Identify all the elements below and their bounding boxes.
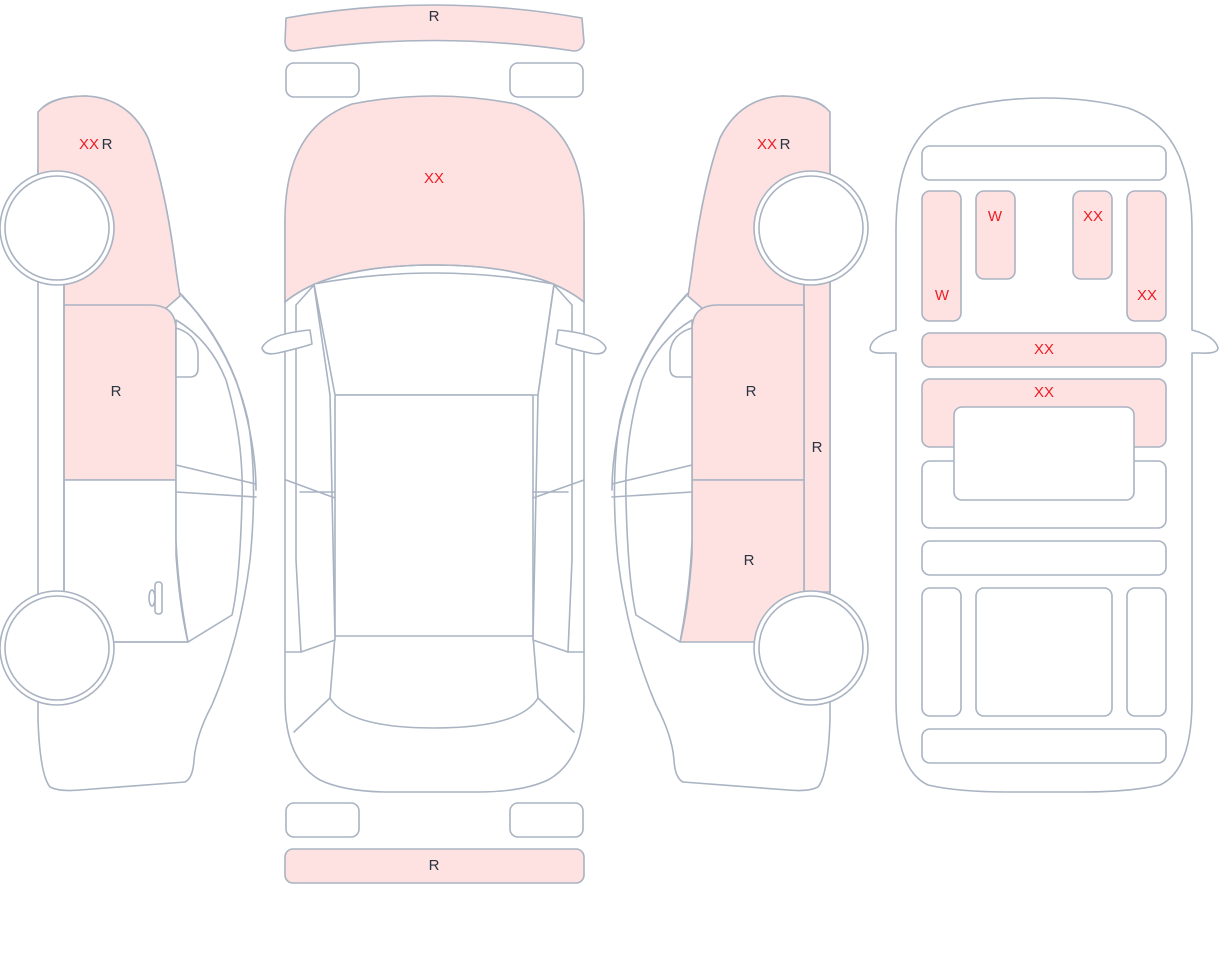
left-taillight-part[interactable] [285, 802, 360, 838]
frame-view [869, 97, 1219, 793]
rear-panel-part[interactable] [921, 728, 1167, 764]
right-taillight-part[interactable] [509, 802, 584, 838]
right-sill-label: R [812, 439, 823, 456]
rear-window-part[interactable] [329, 635, 539, 729]
top-view [261, 4, 607, 884]
right-mirror-side-part[interactable] [669, 327, 693, 378]
left-front-wheel[interactable] [4, 175, 110, 281]
right-front-door-label: R [746, 383, 757, 400]
rear-crossmember-part[interactable] [921, 540, 1167, 576]
sunroof-part[interactable] [953, 406, 1135, 501]
left-rear-wheel[interactable] [4, 595, 110, 701]
right-mirror-part[interactable] [555, 329, 607, 355]
roof-top-part[interactable] [334, 394, 534, 650]
left-mirror-part[interactable] [261, 329, 313, 355]
rear-bumper-label: R [429, 857, 440, 874]
roof-front-right-pillar-part[interactable] [1126, 190, 1167, 322]
roof-panel-label: XX [1034, 384, 1054, 401]
left-front-fender-xx-label: XX [79, 136, 99, 153]
roof-crossmember-part[interactable] [921, 332, 1167, 368]
rear-bumper-part[interactable] [284, 848, 585, 884]
right-front-fender-xx-label: XX [757, 136, 777, 153]
left-door-handle[interactable] [154, 581, 163, 615]
left-mirror-side-part[interactable] [175, 327, 199, 378]
roof-front-right-inner-label: XX [1083, 208, 1103, 225]
right-rear-wheel[interactable] [758, 595, 864, 701]
front-bumper-label: R [429, 8, 440, 25]
roof-front-left-pillar-part[interactable] [921, 190, 962, 322]
left-headlight-part[interactable] [285, 62, 360, 98]
left-side-strip-part[interactable] [295, 284, 336, 653]
left-front-fender-r-label: R [102, 136, 113, 153]
front-bumper-part[interactable] [284, 4, 585, 52]
right-front-fender-r-label: R [780, 136, 791, 153]
hood-label: XX [424, 170, 444, 187]
right-headlight-part[interactable] [509, 62, 584, 98]
left-side-view [0, 95, 257, 792]
right-side-strip-part[interactable] [532, 284, 573, 653]
roof-front-right-inner-part[interactable] [1072, 190, 1113, 280]
windshield-part[interactable] [313, 272, 555, 396]
left-front-door-label: R [111, 383, 122, 400]
rear-left-rail-part[interactable] [921, 587, 962, 717]
damage-labels: R XX R XX R R XX R R R R W W XX XX XX XX [79, 8, 1157, 874]
right-sill-part[interactable] [803, 281, 831, 593]
trunk-floor-part[interactable] [975, 587, 1113, 717]
roof-front-right-pillar-label: XX [1137, 287, 1157, 304]
right-rear-door-label: R [744, 552, 755, 569]
front-crossmember-part[interactable] [921, 145, 1167, 181]
right-side-view [611, 95, 869, 792]
roof-front-left-inner-label: W [988, 208, 1003, 225]
roof-crossmember-label: XX [1034, 341, 1054, 358]
roof-front-left-pillar-label: W [935, 287, 950, 304]
left-side-glass-part[interactable] [175, 319, 243, 643]
right-side-glass-part[interactable] [625, 319, 693, 643]
right-front-wheel[interactable] [758, 175, 864, 281]
rear-right-rail-part[interactable] [1126, 587, 1167, 717]
roof-front-left-inner-part[interactable] [975, 190, 1016, 280]
